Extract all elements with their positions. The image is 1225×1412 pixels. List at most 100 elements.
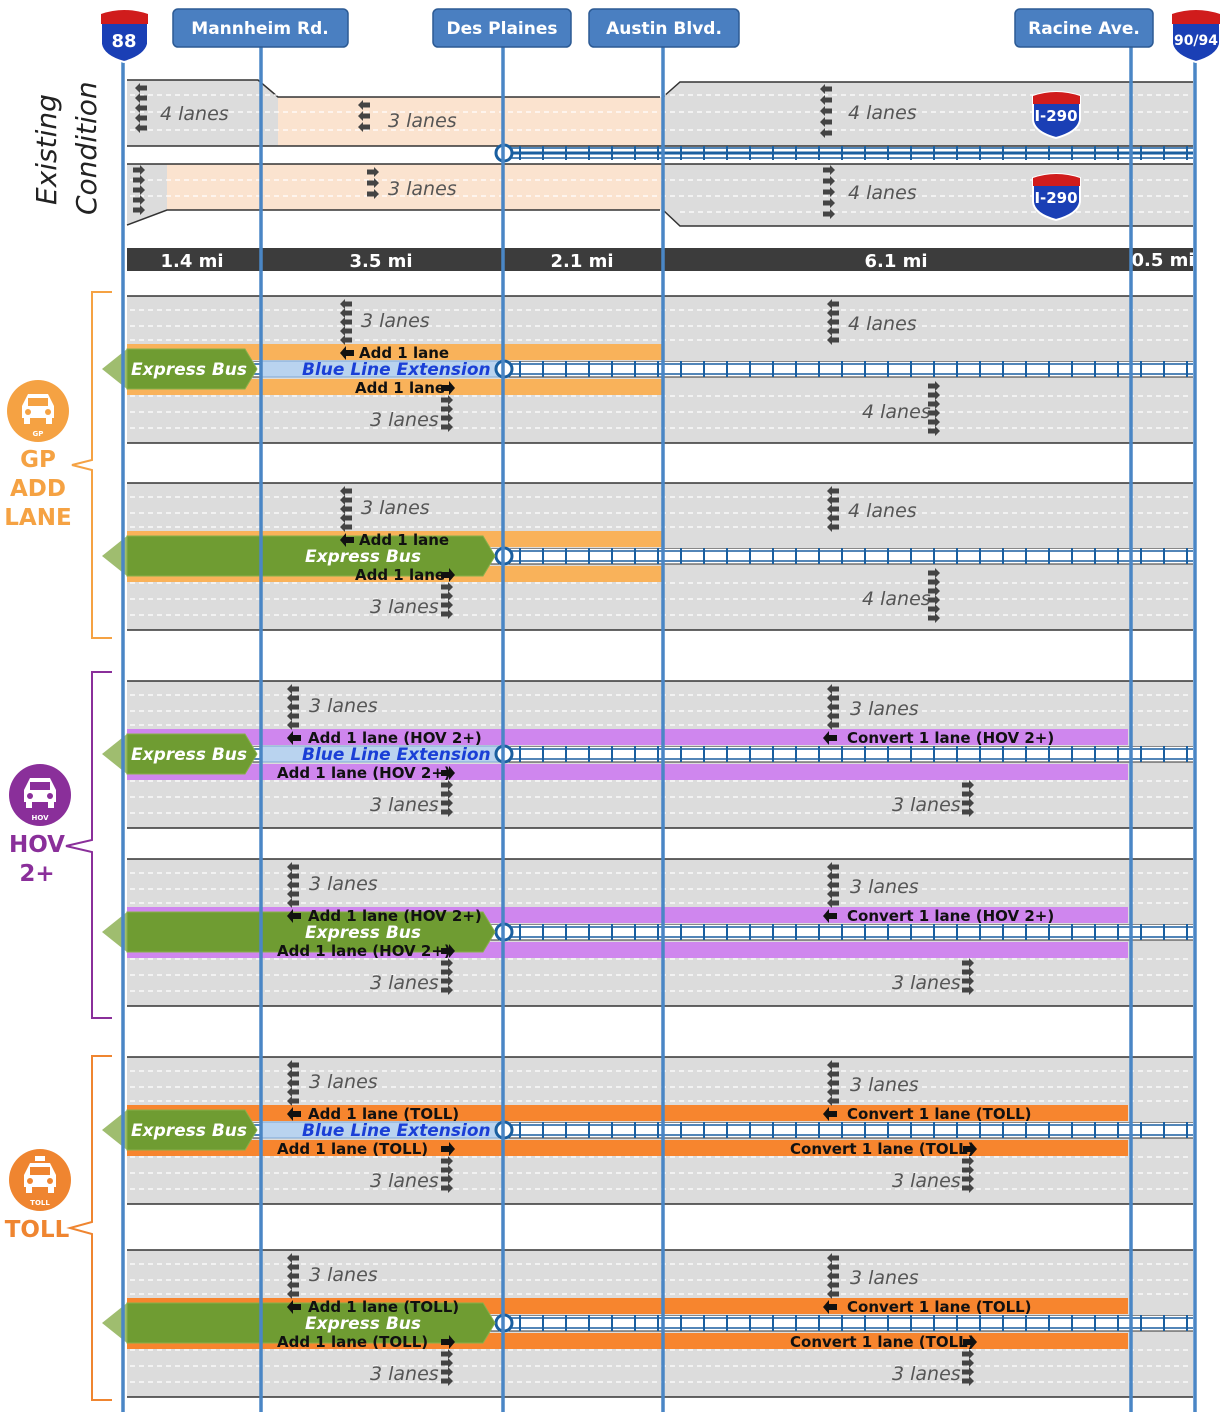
location-racine-label: Racine Ave. xyxy=(1028,19,1140,39)
westbound-arrow-icon xyxy=(827,495,839,505)
eastbound-arrow-icon xyxy=(928,399,940,409)
eastbound-arrow-icon xyxy=(441,798,453,808)
action-arrow-icon xyxy=(441,944,455,958)
top-action-label: Add 1 lane xyxy=(359,344,449,362)
bus-arrow-tail xyxy=(102,536,127,576)
westbound-arrow-icon xyxy=(287,720,299,730)
eastbound-arrow-icon xyxy=(962,985,974,995)
eastbound-arrow-icon xyxy=(441,985,453,995)
eastbound-arrow-icon xyxy=(962,967,974,977)
westbound-arrow-icon xyxy=(340,522,352,532)
westbound-arrow-icon xyxy=(827,504,839,514)
gp-label-line3: LANE xyxy=(4,505,71,531)
section-toll: TOLL TOLL xyxy=(5,1055,112,1401)
westbound-arrow-icon xyxy=(820,128,832,138)
bus-arrow-tail xyxy=(102,1303,127,1343)
bus-arrow-tail xyxy=(102,912,127,952)
i88-shield: 88 xyxy=(100,9,149,64)
action-arrow-icon xyxy=(340,533,354,547)
westbound-arrow-icon xyxy=(358,100,370,110)
bottom-action-label: Add 1 lane xyxy=(355,379,445,397)
eastbound-arrow-icon xyxy=(441,1156,453,1166)
location-markers xyxy=(121,46,1197,1412)
eastbound-arrow-icon xyxy=(441,582,453,592)
existing-label-line2: Condition xyxy=(70,81,103,215)
eastbound-arrow-icon xyxy=(441,780,453,790)
westbound-arrow-icon xyxy=(287,702,299,712)
westbound-arrow-icon xyxy=(135,113,147,123)
express-bus-label: Express Bus xyxy=(131,1121,247,1141)
eastbound-arrow-icon xyxy=(441,413,453,423)
i290-shield-top-label: I-290 xyxy=(1034,107,1077,125)
eastbound-arrow-icon xyxy=(928,426,940,436)
distance-2: 3.5 mi xyxy=(349,251,412,272)
eastbound-arrow-icon xyxy=(441,1349,453,1359)
existing-condition: 4 lanes 3 lanes 4 lanes 3 lanes 4 lanes … xyxy=(30,79,1193,227)
existing-track-ties xyxy=(519,146,1188,160)
westbound-arrow-icon xyxy=(340,486,352,496)
bottom-right-lanes: 3 lanes xyxy=(892,972,961,994)
toll-label: TOLL xyxy=(5,1217,70,1243)
westbound-arrow-icon xyxy=(827,1271,839,1281)
eastbound-arrow-icon xyxy=(441,422,453,432)
top-action-right-label: Convert 1 lane (HOV 2+) xyxy=(847,729,1054,747)
bottom-right-lanes: 3 lanes xyxy=(892,1363,961,1385)
i88-shield-label: 88 xyxy=(111,31,136,52)
top-left-lanes: 3 lanes xyxy=(309,1071,378,1093)
bottom-right-lanes: 4 lanes xyxy=(862,588,931,610)
westbound-arrow-icon xyxy=(287,880,299,890)
action-arrow-icon xyxy=(823,731,837,745)
westbound-arrow-icon xyxy=(287,1096,299,1106)
eastbound-arrow-icon xyxy=(962,958,974,968)
bus-arrow-tail xyxy=(102,734,127,774)
top-action-right-label: Convert 1 lane (TOLL) xyxy=(847,1105,1032,1123)
hov-car-icon-label: HOV xyxy=(31,814,49,822)
action-arrow-icon xyxy=(823,1300,837,1314)
westbound-arrow-icon xyxy=(135,83,147,93)
existing-bottom-3-lanes: 3 lanes xyxy=(388,178,457,200)
express-bus-arrow xyxy=(126,1302,496,1344)
westbound-arrow-icon xyxy=(287,711,299,721)
top-left-lanes: 3 lanes xyxy=(361,310,430,332)
eastbound-arrow-icon xyxy=(962,798,974,808)
eastbound-arrow-icon xyxy=(962,1349,974,1359)
top-right-lanes: 3 lanes xyxy=(850,1074,919,1096)
existing-top-4-lanes-east: 4 lanes xyxy=(848,102,917,124)
location-des-plaines-label: Des Plaines xyxy=(446,19,557,39)
eastbound-arrow-icon xyxy=(928,417,940,427)
bottom-action-label: Add 1 lane (TOLL) xyxy=(277,1140,428,1158)
existing-bottom-reduced xyxy=(167,164,662,210)
distance-5: 0.5 mi xyxy=(1131,250,1194,271)
section-hov: HOV HOV 2+ xyxy=(9,671,112,1019)
eastbound-arrow-icon xyxy=(823,176,835,186)
westbound-arrow-icon xyxy=(287,1069,299,1079)
westbound-arrow-icon xyxy=(820,95,832,105)
top-action-label: Add 1 lane (HOV 2+) xyxy=(308,907,482,925)
managed-lane-eastbound xyxy=(127,764,1128,780)
gp-car-icon-label: GP xyxy=(33,430,44,438)
eastbound-arrow-icon xyxy=(928,408,940,418)
distance-3: 2.1 mi xyxy=(550,251,613,272)
bottom-left-lanes: 3 lanes xyxy=(370,596,439,618)
westbound-arrow-icon xyxy=(287,1078,299,1088)
eastbound-arrow-icon xyxy=(962,1183,974,1193)
westbound-arrow-icon xyxy=(827,1069,839,1079)
top-action-label: Add 1 lane (TOLL) xyxy=(308,1105,459,1123)
westbound-arrow-icon xyxy=(340,317,352,327)
existing-top-3-lanes: 3 lanes xyxy=(388,110,457,132)
eastbound-arrow-icon xyxy=(441,958,453,968)
action-arrow-icon xyxy=(441,766,455,780)
blue-line-label: Blue Line Extension xyxy=(302,745,491,765)
existing-top-reduced xyxy=(278,97,662,146)
westbound-arrow-icon xyxy=(340,299,352,309)
eastbound-arrow-icon xyxy=(441,1358,453,1368)
header: 88 90/94 Mannheim Rd. Des Plaines Austin… xyxy=(100,8,1221,64)
existing-bottom-lane-lines xyxy=(130,179,1190,213)
gp-car-icon: GP xyxy=(7,380,69,442)
westbound-arrow-icon xyxy=(287,871,299,881)
eastbound-arrow-icon xyxy=(823,165,835,175)
express-bus-arrow xyxy=(126,911,496,953)
eastbound-arrow-icon xyxy=(962,1367,974,1377)
